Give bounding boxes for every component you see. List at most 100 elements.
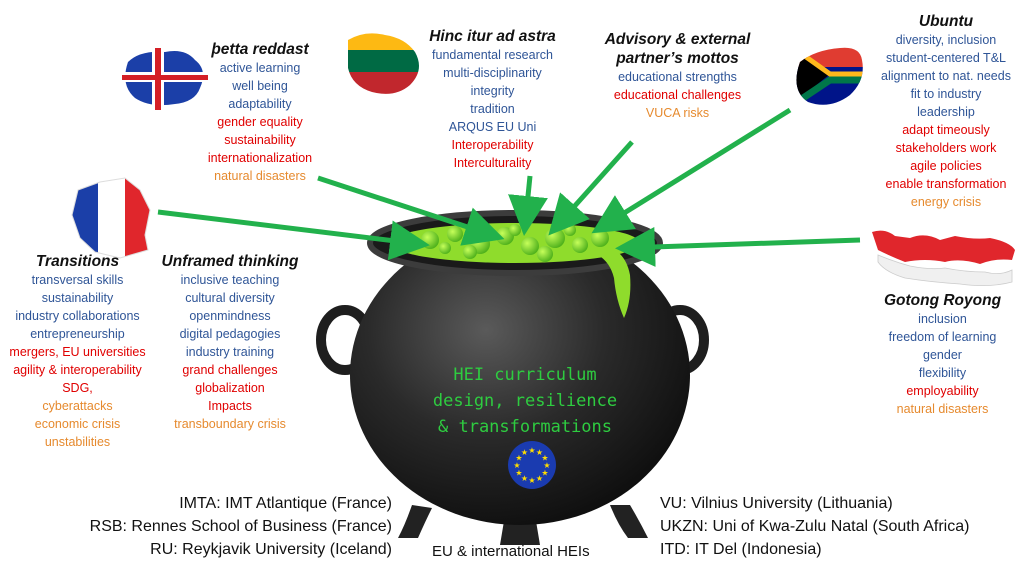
group-ubuntu-title: Ubuntu: [918, 13, 974, 30]
group-transitions-title: Transitions: [35, 253, 120, 270]
group-unframed-title: Unframed thinking: [161, 253, 299, 270]
potion-bubble: [545, 228, 565, 248]
indonesia-flag-icon: [872, 230, 1015, 286]
potion-bubble: [537, 246, 553, 262]
legend-left-rsb: RSB: Rennes School of Business (France): [89, 518, 392, 535]
cauldron-body: [350, 225, 690, 525]
unframed-item: Impacts: [208, 399, 252, 413]
gotong-item: freedom of learning: [888, 330, 997, 344]
arrows: [157, 107, 861, 267]
legend-left-ru: RU: Reykjavik University (Iceland): [150, 541, 392, 558]
lithuania-item: Interoperability: [451, 138, 534, 152]
potion-bubble: [421, 231, 439, 249]
iceland-item: active learning: [219, 61, 301, 75]
legend-left: IMTA: IMT Atlantique (France) RSB: Renne…: [90, 492, 392, 561]
gotong-item: gender: [923, 348, 962, 362]
advisory-item: educational strengths: [618, 70, 737, 84]
france-flag-icon: [71, 177, 151, 259]
transitions-item: entrepreneurship: [30, 327, 125, 341]
group-advisory: Advisory & external partner’s mottos edu…: [585, 30, 770, 122]
lithuania-item: Interculturality: [453, 156, 532, 170]
ubuntu-item: alignment to nat. needs: [881, 69, 1011, 83]
legend-right-vu: VU: Vilnius University (Lithuania): [660, 495, 893, 512]
group-lithuania-items: fundamental research multi-disciplinarity…: [410, 46, 575, 172]
advisory-item: VUCA risks: [645, 106, 710, 120]
iceland-flag-icon: [122, 48, 208, 110]
cauldron-caption-line1: HEI curriculum: [453, 365, 597, 385]
iceland-item: internationalization: [207, 151, 313, 165]
eu-flag-icon: ★★★★★★★★★★★★: [508, 441, 556, 489]
advisory-item: educational challenges: [613, 88, 742, 102]
unframed-item: cultural diversity: [185, 291, 275, 305]
gotong-item: flexibility: [918, 366, 967, 380]
unframed-item: industry training: [185, 345, 275, 359]
south-africa-flag-icon: [796, 47, 863, 105]
group-unframed-items: inclusive teaching cultural diversity open…: [150, 271, 310, 433]
legend-right: VU: Vilnius University (Lithuania) UKZN:…: [660, 492, 969, 561]
arrow-lithuania: [508, 175, 548, 236]
legend-right-itd: ITD: IT Del (Indonesia): [660, 541, 822, 558]
group-advisory-title-2: partner’s mottos: [616, 50, 739, 67]
ubuntu-item: fit to industry: [910, 87, 982, 101]
group-iceland-title: þetta reddast: [211, 41, 309, 58]
unframed-item: grand challenges: [182, 363, 278, 377]
group-lithuania-title: Hinc itur ad astra: [429, 28, 556, 45]
eu-star-icon: ★: [521, 474, 528, 483]
eu-star-icon: ★: [536, 448, 543, 457]
transitions-item: sustainability: [41, 291, 114, 305]
cauldron-caption-line3: & transformations: [438, 417, 612, 437]
arrow-indonesia: [615, 226, 861, 267]
iceland-item: gender equality: [217, 115, 303, 129]
eu-star-icon: ★: [541, 469, 548, 478]
iceland-item: sustainability: [224, 133, 296, 147]
legend-left-imta: IMTA: IMT Atlantique (France): [179, 495, 392, 512]
lithuania-item: ARQUS EU Uni: [448, 120, 537, 134]
arrow-ubuntu: [591, 107, 792, 234]
transitions-item: industry collaborations: [15, 309, 140, 323]
potion-bubble: [591, 229, 609, 247]
iceland-item: natural disasters: [214, 169, 306, 183]
group-lithuania: Hinc itur ad astra fundamental research m…: [410, 27, 575, 172]
gotong-item: natural disasters: [896, 402, 989, 416]
iceland-item: well being: [232, 79, 288, 93]
eu-star-icon: ★: [541, 454, 548, 463]
eu-star-icon: ★: [513, 461, 520, 470]
group-unframed: Unframed thinking inclusive teaching cult…: [150, 252, 310, 433]
unframed-item: globalization: [195, 381, 265, 395]
potion-bubble: [521, 237, 539, 255]
lithuania-item: fundamental research: [432, 48, 553, 62]
potion-bubble: [572, 237, 588, 253]
group-ubuntu: Ubuntu diversity, inclusion student-cente…: [866, 12, 1024, 211]
arrow-iceland: [317, 175, 505, 246]
transitions-item: mergers, EU universities: [9, 345, 146, 359]
eu-star-icon: ★: [515, 469, 522, 478]
unframed-item: inclusive teaching: [180, 273, 280, 287]
group-advisory-title-1: Advisory & external: [604, 31, 751, 48]
eu-star-icon: ★: [528, 446, 535, 455]
ubuntu-item: leadership: [917, 105, 975, 119]
eu-star-icon: ★: [543, 461, 550, 470]
ubuntu-item: student-centered T&L: [886, 51, 1006, 65]
unframed-item: transboundary crisis: [174, 417, 286, 431]
cauldron-caption: HEI curriculum design, resilience & tran…: [400, 362, 650, 440]
ubuntu-item: diversity, inclusion: [895, 33, 997, 47]
eu-star-icon: ★: [521, 448, 528, 457]
group-advisory-items: educational strengths educational challen…: [585, 68, 770, 122]
eu-star-icon: ★: [515, 454, 522, 463]
potion-bubble: [447, 226, 463, 242]
lithuania-item: multi-disciplinarity: [443, 66, 542, 80]
potion-bubble: [439, 242, 451, 254]
unframed-item: openmindness: [189, 309, 271, 323]
potion-bubble: [463, 245, 477, 259]
ubuntu-item: agile policies: [910, 159, 982, 173]
transitions-item: unstabilities: [44, 435, 111, 449]
transitions-item: SDG,: [62, 381, 93, 395]
unframed-item: digital pedagogies: [179, 327, 281, 341]
